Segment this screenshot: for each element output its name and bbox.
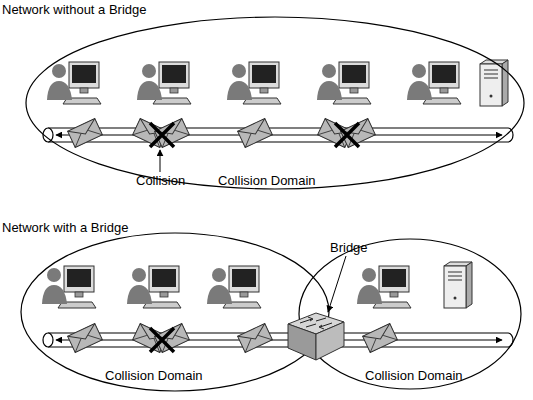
- computer-users-bottom: [42, 262, 472, 308]
- cable-body: [48, 333, 513, 347]
- domain-ellipse: [21, 233, 329, 391]
- data-frame: [238, 324, 273, 353]
- frames-bottom: [68, 324, 398, 353]
- user-workstation: [137, 62, 191, 104]
- data-frame: [238, 119, 273, 148]
- bridge-label: Bridge: [330, 240, 368, 255]
- server-tower: [480, 60, 508, 106]
- user-workstation: [227, 62, 281, 104]
- domain-label: Collision Domain: [218, 173, 316, 188]
- user-workstation: [47, 62, 101, 104]
- user-workstation: [42, 266, 96, 308]
- frames-top: [68, 119, 376, 148]
- bridge-device: Bridge: [286, 306, 346, 362]
- computer-users-top: [47, 60, 508, 106]
- collision-domain-ellipse: Collision Domain: [298, 238, 522, 390]
- data-frame: [363, 324, 398, 353]
- collision-callout: Collision: [136, 173, 185, 188]
- user-workstation: [357, 266, 411, 308]
- collision-x: [150, 123, 174, 147]
- collision-pointer: [160, 150, 161, 172]
- node-outline: [298, 238, 522, 390]
- bridge-arrows: [300, 317, 332, 329]
- user-workstation: [127, 266, 181, 308]
- signal-arrow: [56, 340, 502, 341]
- signal-arrow: [56, 135, 502, 136]
- collision-x: [150, 328, 174, 352]
- user-workstation: [317, 62, 371, 104]
- bus-cable-top: [43, 128, 513, 142]
- domain-ellipse: [26, 17, 524, 189]
- domain-ellipse: [299, 239, 521, 389]
- section-heading: Network without a Bridge: [2, 2, 147, 17]
- data-frame: [68, 119, 103, 148]
- collision-domain-ellipse: Network without a BridgeCollision Domain: [25, 16, 525, 190]
- node-outline: [286, 306, 346, 362]
- cable-body: [48, 128, 513, 142]
- server-tower: [444, 262, 472, 308]
- domain-label: Collision Domain: [365, 368, 463, 383]
- cable-end: [43, 333, 53, 347]
- user-workstation: [207, 266, 261, 308]
- user-workstation: [407, 62, 461, 104]
- data-frame: [68, 324, 103, 353]
- bridge-pointer: [328, 256, 346, 312]
- collision-x: [335, 123, 359, 147]
- bridge-front: [288, 324, 316, 360]
- bus-cable-bottom: [43, 333, 513, 347]
- section-heading: Network with a Bridge: [2, 220, 128, 235]
- domain-label: Collision Domain: [105, 368, 203, 383]
- collision-domain-ellipse: Collision Domain: [20, 232, 330, 392]
- node-outline: [25, 16, 525, 190]
- collision-marks-top: [150, 123, 359, 147]
